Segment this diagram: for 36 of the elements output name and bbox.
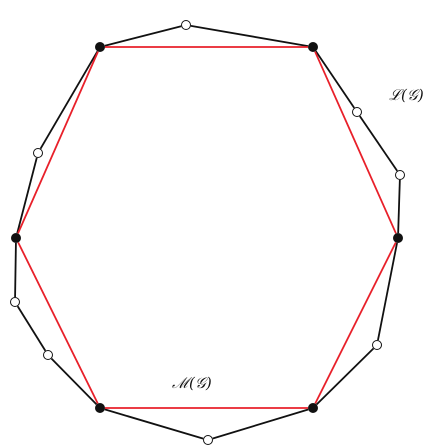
graph-edge — [377, 242, 398, 340]
graph-edge — [397, 180, 401, 234]
open-vertex-circle — [181, 20, 191, 30]
graph-edge — [359, 116, 398, 172]
graph-edge — [50, 358, 98, 406]
matching-edge — [314, 242, 397, 404]
graph-edge — [14, 242, 17, 298]
graph-edge — [104, 25, 182, 47]
matching-edge — [17, 51, 99, 234]
graph-edge — [190, 24, 308, 48]
filled-vertex-dot — [308, 403, 318, 413]
open-vertex-circle — [203, 435, 213, 445]
graph-edge — [16, 158, 38, 234]
filled-vertex-dot — [393, 233, 403, 243]
graph-label: ℳ(𝒢) — [172, 373, 212, 392]
matching-edge — [314, 51, 397, 234]
graph-edge — [16, 306, 46, 352]
matching-edge — [17, 242, 99, 404]
open-vertex-circle — [352, 107, 362, 117]
graph-edge — [316, 348, 374, 406]
filled-vertex-dot — [95, 42, 105, 52]
open-vertex-circle — [395, 170, 405, 180]
open-vertex-circle — [43, 350, 53, 360]
graph-edge — [212, 408, 308, 440]
open-vertex-circle — [33, 148, 43, 158]
filled-vertex-dot — [308, 42, 318, 52]
open-vertex-circle — [372, 340, 382, 350]
open-vertex-circle — [10, 297, 20, 307]
graph-label: ℒ(𝒢) — [389, 85, 424, 104]
matching-edge — [105, 46, 308, 48]
graph-edge — [40, 50, 98, 150]
filled-vertex-dot — [11, 233, 21, 243]
filled-vertex-dot — [95, 403, 105, 413]
graph-edge — [315, 50, 355, 108]
matching-edge — [105, 407, 308, 409]
graph-edge — [104, 408, 204, 440]
